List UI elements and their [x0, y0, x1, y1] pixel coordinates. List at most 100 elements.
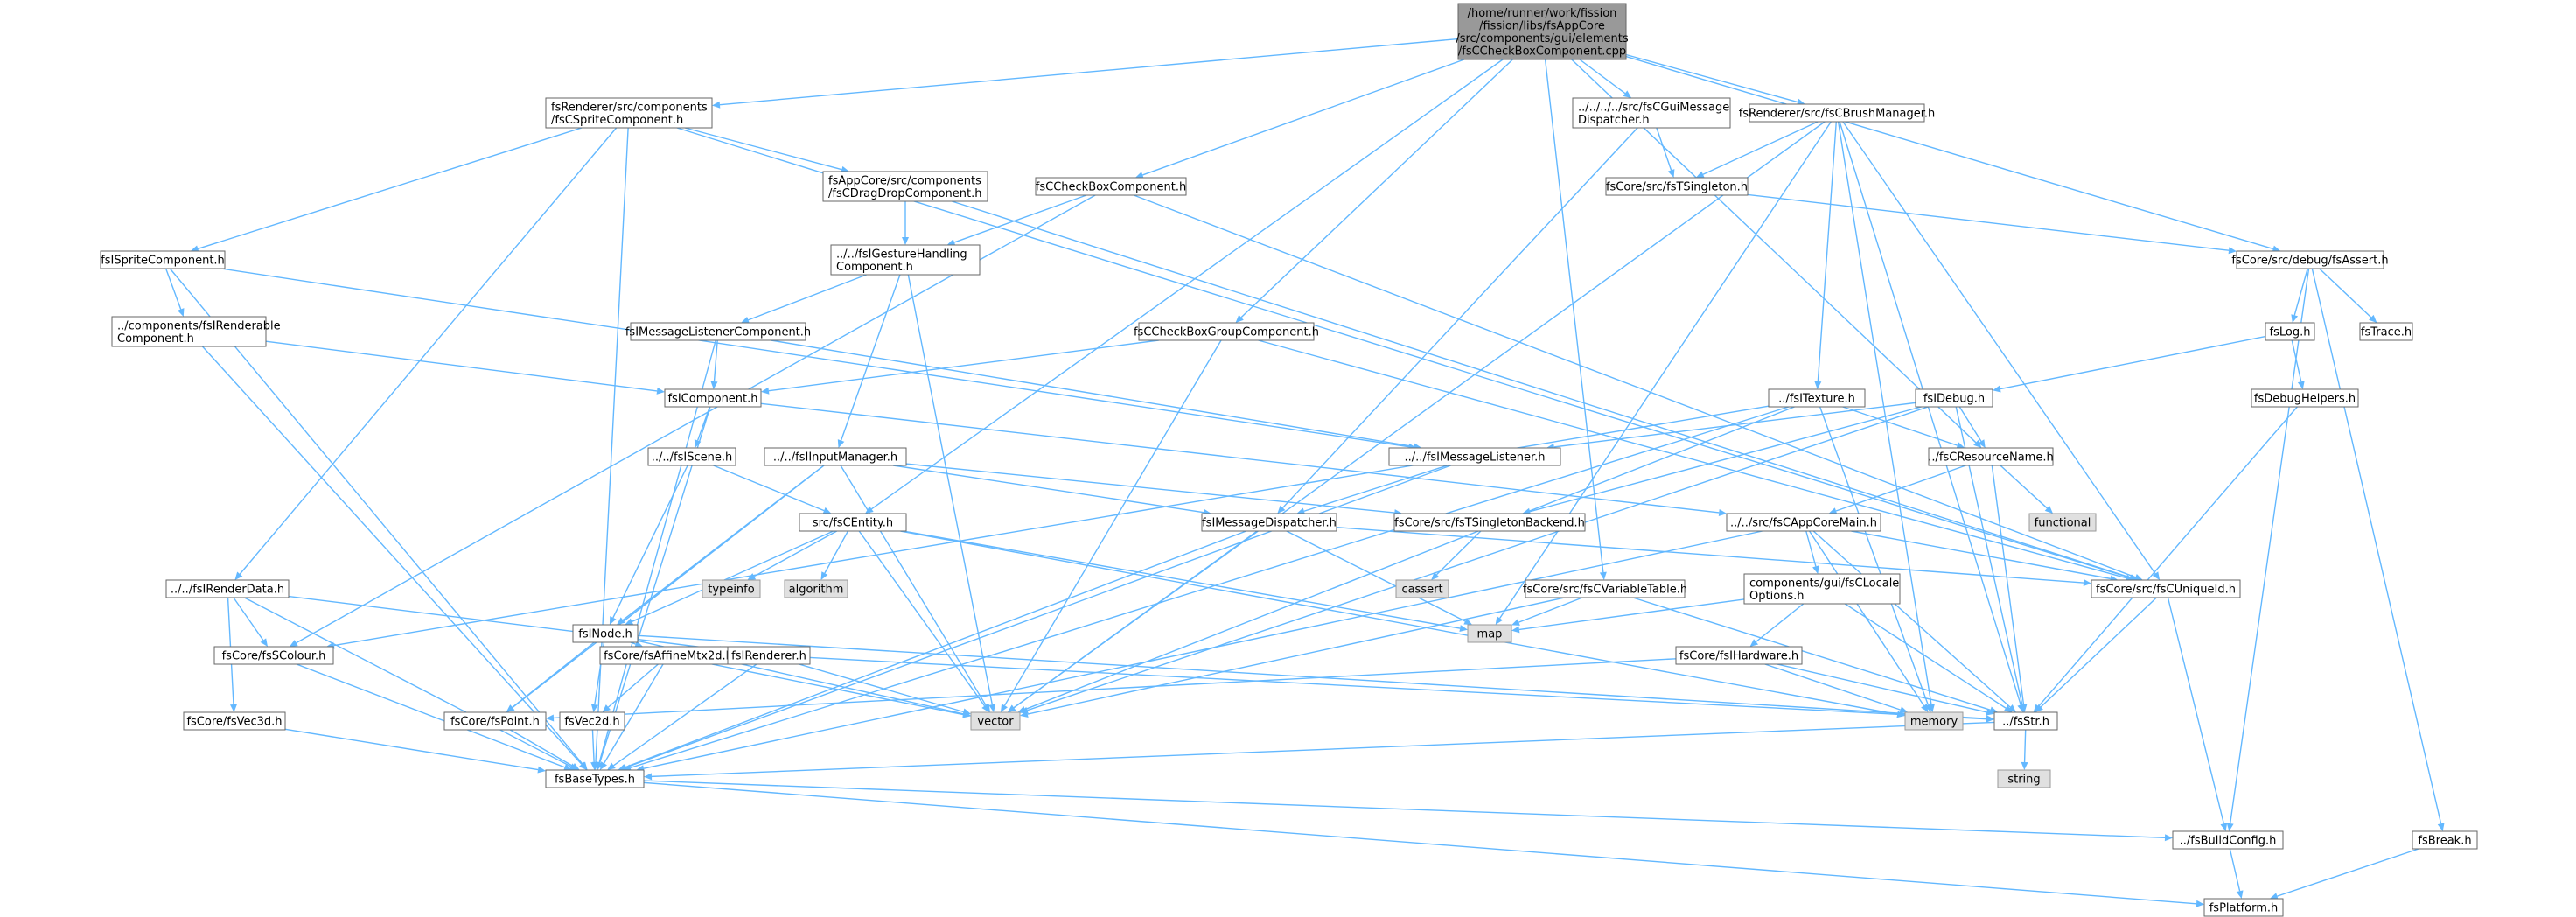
edge-root-to-variable_table	[1544, 59, 1604, 573]
arrowhead-variable_table-to-vector	[1020, 710, 1029, 718]
node-log[interactable]: fsLog.h	[2265, 322, 2315, 341]
node-label-line: fsCore/fsVec3d.h	[186, 716, 282, 729]
node-irenderer[interactable]: fsIRenderer.h	[727, 646, 811, 665]
edge-gesture_handling-to-input_manager	[840, 274, 901, 441]
node-message-dispatcher[interactable]: fsIMessageDispatcher.h	[1201, 513, 1337, 532]
node-label-line: fsIMessageListenerComponent.h	[625, 326, 811, 340]
node-vec3d[interactable]: fsCore/fsVec3d.h	[183, 711, 286, 731]
node-icomponent[interactable]: fsIComponent.h	[664, 388, 762, 408]
node-break[interactable]: fsBreak.h	[2412, 830, 2478, 850]
node-label-line: fsBreak.h	[2418, 835, 2471, 848]
arrowhead-render_data-to-scolour	[260, 638, 269, 647]
arrowhead-root-to-centity	[865, 506, 874, 514]
node-box	[799, 513, 907, 532]
node-gui-message-dispatcher[interactable]: ../../../../src/fsCGuiMessageDispatcher.…	[1572, 97, 1731, 129]
node-assert[interactable]: fsCore/src/debug/fsAssert.h	[2231, 250, 2389, 270]
node-itexture[interactable]: ../fsITexture.h	[1768, 388, 1866, 408]
node-box	[1904, 711, 1964, 731]
arrowhead-unique_id-to-build_config	[2220, 822, 2228, 831]
node-label-line: map	[1477, 628, 1503, 641]
node-unique-id[interactable]: fsCore/src/fsCUniqueId.h	[2091, 579, 2241, 598]
edge-base_types-to-platform	[643, 781, 2197, 905]
node-label-line: src/fsCEntity.h	[813, 517, 893, 530]
arrowhead-assert-to-build_config	[2226, 822, 2234, 831]
node-box	[1768, 388, 1866, 408]
node-trace[interactable]: fsTrace.h	[2359, 322, 2413, 341]
node-label-line: fsRenderer/src/fsCBrushManager.h	[1739, 108, 1936, 121]
node-sprite-component[interactable]: fsRenderer/src/components/fsCSpriteCompo…	[545, 97, 713, 129]
arrowhead-brush_manager-to-unique_id	[2152, 571, 2161, 580]
node-centity[interactable]: src/fsCEntity.h	[799, 513, 907, 532]
edge-render_data-to-base_types	[244, 597, 571, 767]
node-checkbox-group-component[interactable]: fsCCheckBoxGroupComponent.h	[1134, 322, 1319, 341]
node-input-manager[interactable]: ../../fsIInputManager.h	[764, 447, 907, 466]
node-t-singleton[interactable]: fsCore/src/fsTSingleton.h	[1605, 177, 1749, 196]
edge-icomponent-to-app_core_main	[760, 402, 1720, 514]
node-message-listener-component[interactable]: fsIMessageListenerComponent.h	[625, 322, 811, 341]
node-imessage-listener[interactable]: ../../fsIMessageListener.h	[1388, 447, 1561, 466]
edge-iscene-to-centity	[713, 465, 825, 512]
edge-brush_manager-to-unique_id	[1842, 121, 2156, 574]
edge-unique_id-to-fsstr	[2040, 597, 2157, 708]
edge-centity-to-algorithm	[824, 530, 849, 574]
node-idebug[interactable]: fsIDebug.h	[1915, 388, 1993, 408]
arrowhead-ihardware-to-point	[546, 714, 555, 722]
node-drag-drop-component[interactable]: fsAppCore/src/components/fsCDragDropComp…	[822, 171, 988, 202]
node-brush-manager[interactable]: fsRenderer/src/fsCBrushManager.h	[1739, 103, 1936, 122]
node-inode[interactable]: fsINode.h	[572, 624, 639, 643]
node-vector: vector	[970, 711, 1021, 731]
arrowhead-message_dispatcher-to-base_types	[618, 764, 627, 771]
node-affine-mtx[interactable]: fsCore/fsAffineMtx2d.h	[599, 646, 737, 665]
node-label-line: fsCore/src/fsCUniqueId.h	[2096, 584, 2236, 597]
arrowhead-log-to-idebug	[1993, 385, 2001, 393]
node-variable-table[interactable]: fsCore/src/fsCVariableTable.h	[1523, 579, 1687, 598]
arrowhead-break-to-platform	[2269, 892, 2279, 900]
edge-message_dispatcher-to-base_types	[625, 530, 1246, 768]
node-resource-name[interactable]: ../fsCResourceName.h	[1928, 447, 2054, 466]
node-singleton-backend[interactable]: fsCore/src/fsTSingletonBackend.h	[1393, 513, 1586, 532]
node-label-line: ../components/fsIRenderable	[117, 319, 281, 332]
node-root[interactable]: /home/runner/work/fission/fission/libs/f…	[1456, 3, 1629, 60]
node-checkbox-component[interactable]: fsCCheckBoxComponent.h	[1035, 177, 1187, 196]
node-box	[702, 579, 761, 598]
arrowhead-render_data-to-vec3d	[229, 704, 237, 712]
node-iscene[interactable]: ../../fsIScene.h	[647, 447, 736, 466]
edge-vec2d-to-base_types	[591, 729, 595, 763]
arrowhead-affine_mtx-to-base_types	[599, 761, 608, 770]
arrowhead-irenderer-to-vector	[962, 708, 971, 716]
edge-itexture-to-resource_name	[1842, 406, 1958, 446]
node-platform[interactable]: fsPlatform.h	[2203, 898, 2284, 917]
node-vec2d[interactable]: fsVec2d.h	[559, 711, 625, 731]
edge-input_manager-to-vector	[840, 465, 987, 706]
node-label-line: ../../fsIScene.h	[652, 452, 732, 465]
arrowhead-iscene-to-inode	[609, 616, 617, 625]
edge-root-to-assert	[1625, 55, 2273, 250]
node-base-types[interactable]: fsBaseTypes.h	[545, 769, 645, 788]
arrowhead-message_dispatcher-to-map	[1463, 618, 1473, 625]
node-label-line: components/gui/fsCLocale	[1749, 577, 1899, 590]
node-label-line: /fsCSpriteComponent.h	[551, 114, 683, 127]
arrowhead-gesture_handling-to-vector	[988, 704, 996, 712]
node-render-data[interactable]: ../../fsIRenderData.h	[165, 579, 290, 598]
arrowhead-icomponent-to-app_core_main	[1718, 509, 1728, 516]
arrowhead-irenderer-to-fsstr	[1986, 715, 1994, 723]
node-ihardware[interactable]: fsCore/fsIHardware.h	[1675, 646, 1803, 665]
node-isprite-component[interactable]: fsISpriteComponent.h	[100, 250, 226, 270]
node-scolour[interactable]: fsCore/fsSColour.h	[213, 646, 334, 665]
edge-root-to-checkbox_group_component	[1240, 59, 1513, 318]
node-label-line: fsCore/src/fsTSingleton.h	[1606, 181, 1748, 194]
node-build-config[interactable]: ../fsBuildConfig.h	[2172, 830, 2284, 850]
node-box	[1749, 103, 1925, 122]
node-debug-helpers[interactable]: fsDebugHelpers.h	[2251, 388, 2359, 408]
node-box	[1393, 513, 1586, 532]
node-app-core-main[interactable]: ../../src/fsCAppCoreMain.h	[1726, 513, 1881, 532]
node-box	[213, 646, 334, 665]
node-box	[1572, 97, 1731, 129]
arrowhead-assert-to-trace	[2369, 314, 2377, 323]
node-point[interactable]: fsCore/fsPoint.h	[443, 711, 547, 731]
node-label-line: /home/runner/work/fission	[1468, 7, 1617, 20]
node-fsstr[interactable]: ../fsStr.h	[1993, 711, 2058, 731]
